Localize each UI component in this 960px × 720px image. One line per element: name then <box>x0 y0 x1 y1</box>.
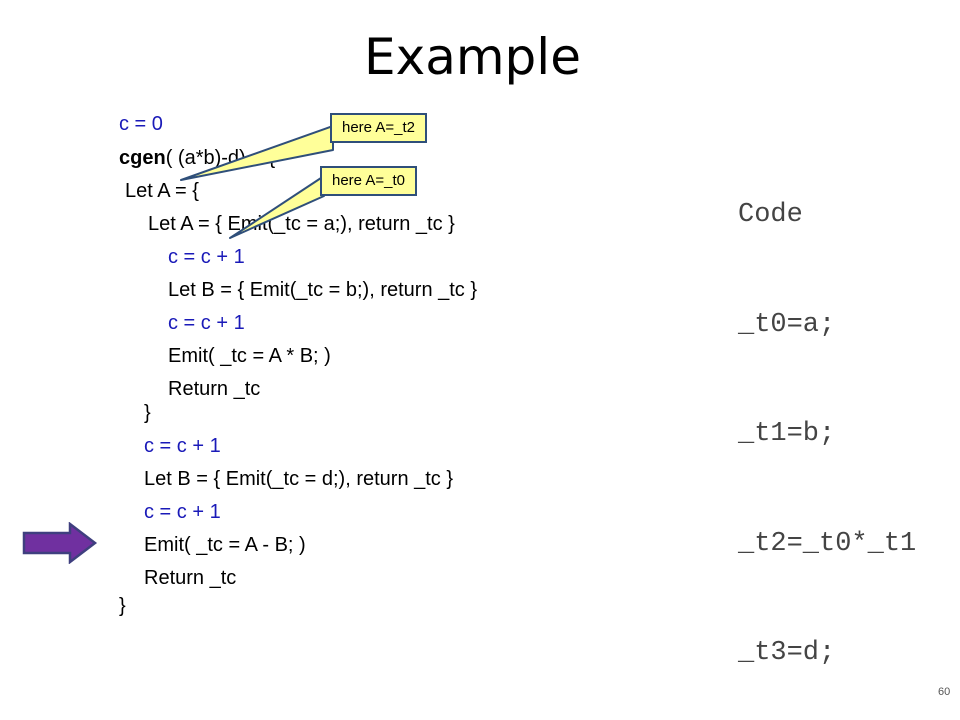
code-line-9: Return _tc <box>168 378 261 400</box>
generated-code-line-4: _t3=d; <box>738 638 836 668</box>
code-line-1: c = 0 <box>119 113 163 135</box>
code-line-12: Let B = { Emit(_tc = d;), return _tc } <box>144 468 454 490</box>
code-line-16: } <box>119 595 126 617</box>
code-line-14: Emit( _tc = A - B; ) <box>144 534 306 556</box>
code-line-7: c = c + 1 <box>168 312 245 334</box>
callout-2-pointer <box>229 175 325 239</box>
callout-1-pointer <box>180 125 334 181</box>
generated-code-heading: Code <box>738 200 803 230</box>
code-line-8: Emit( _tc = A * B; ) <box>168 345 331 367</box>
code-line-15: Return _tc <box>144 567 237 589</box>
callout-here-a-t0: here A=_t0 <box>320 166 417 196</box>
generated-code-line-3: _t2=_t0*_t1 <box>738 528 917 559</box>
page-number: 60 <box>938 686 951 698</box>
generated-code: Code _t0=a; _t1=b; _t2=_t0*_t1 _t3=d; <box>738 124 916 708</box>
right-arrow-icon <box>22 522 98 564</box>
code-line-10: } <box>144 402 151 424</box>
cgen-keyword: cgen <box>119 147 166 169</box>
generated-code-line-2: _t1=b; <box>738 419 836 449</box>
code-line-5: c = c + 1 <box>168 246 245 268</box>
slide-title: Example <box>364 28 581 86</box>
callout-here-a-t2: here A=_t2 <box>330 113 427 143</box>
code-line-6: Let B = { Emit(_tc = b;), return _tc } <box>168 279 478 301</box>
code-line-11: c = c + 1 <box>144 435 221 457</box>
generated-code-line-1: _t0=a; <box>738 309 836 340</box>
code-line-13: c = c + 1 <box>144 501 221 523</box>
code-line-3: Let A = { <box>125 180 199 202</box>
